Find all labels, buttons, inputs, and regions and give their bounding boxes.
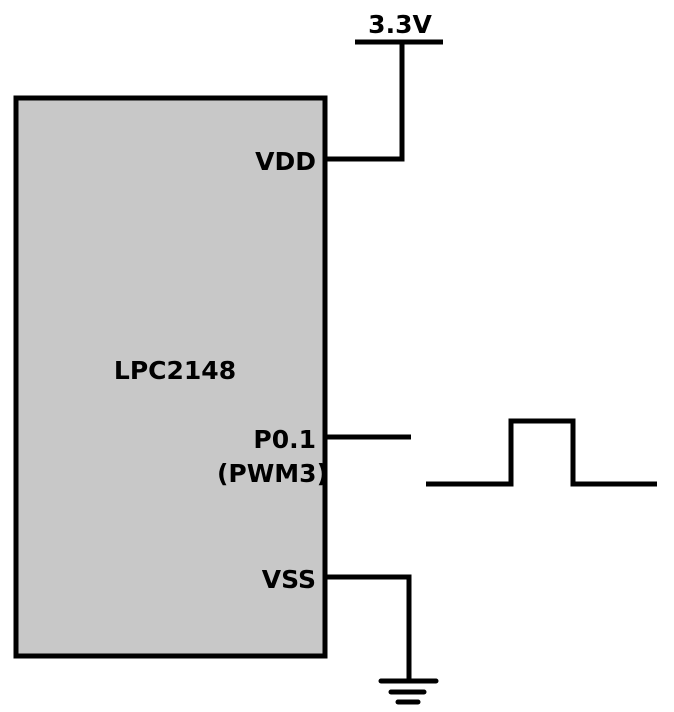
pin-label-pwm3: (PWM3) bbox=[217, 459, 328, 488]
pwm-pulse-waveform bbox=[426, 418, 657, 487]
chip-name: LPC2148 bbox=[114, 356, 236, 385]
pin-label-vss: VSS bbox=[262, 565, 316, 594]
vss-wire bbox=[325, 574, 412, 681]
chip-body bbox=[13, 95, 328, 659]
supply-label: 3.3V bbox=[368, 10, 432, 39]
ground-icon bbox=[378, 678, 439, 705]
pin-label-p01: P0.1 bbox=[253, 425, 316, 454]
pin-label-vdd: VDD bbox=[255, 147, 316, 176]
vdd-wire bbox=[325, 42, 405, 162]
